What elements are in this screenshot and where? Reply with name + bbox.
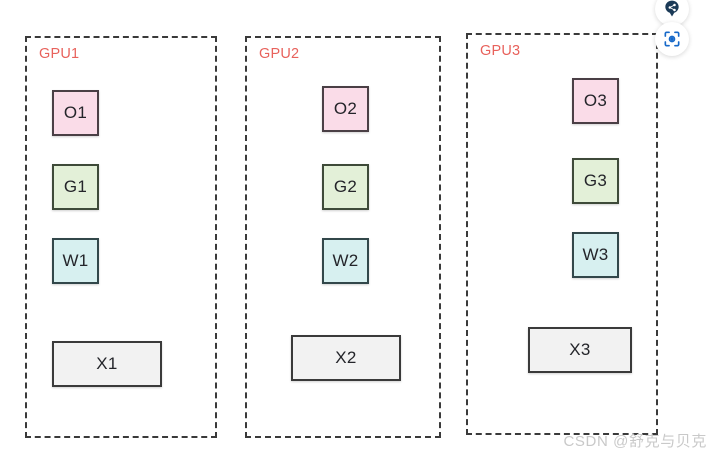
node-w3: W3 — [572, 232, 619, 278]
csdn-watermark: CSDN @舒克与贝克 — [563, 433, 707, 450]
node-g3: G3 — [572, 158, 619, 204]
share-icon-button[interactable] — [655, 0, 689, 26]
node-o1: O1 — [52, 90, 99, 136]
node-w2: W2 — [322, 238, 369, 284]
node-x3: X3 — [528, 327, 632, 373]
gpu-group-label: GPU3 — [480, 43, 521, 59]
share-icon — [662, 0, 682, 19]
node-x2: X2 — [291, 335, 401, 381]
node-w1: W1 — [52, 238, 99, 284]
node-x1: X1 — [52, 341, 162, 387]
gpu-group-label: GPU2 — [259, 46, 300, 62]
node-o3: O3 — [572, 78, 619, 124]
scan-icon — [662, 29, 682, 49]
node-g1: G1 — [52, 164, 99, 210]
node-g2: G2 — [322, 164, 369, 210]
scan-icon-button[interactable] — [655, 22, 689, 56]
gpu-group-label: GPU1 — [39, 46, 80, 62]
node-o2: O2 — [322, 86, 369, 132]
